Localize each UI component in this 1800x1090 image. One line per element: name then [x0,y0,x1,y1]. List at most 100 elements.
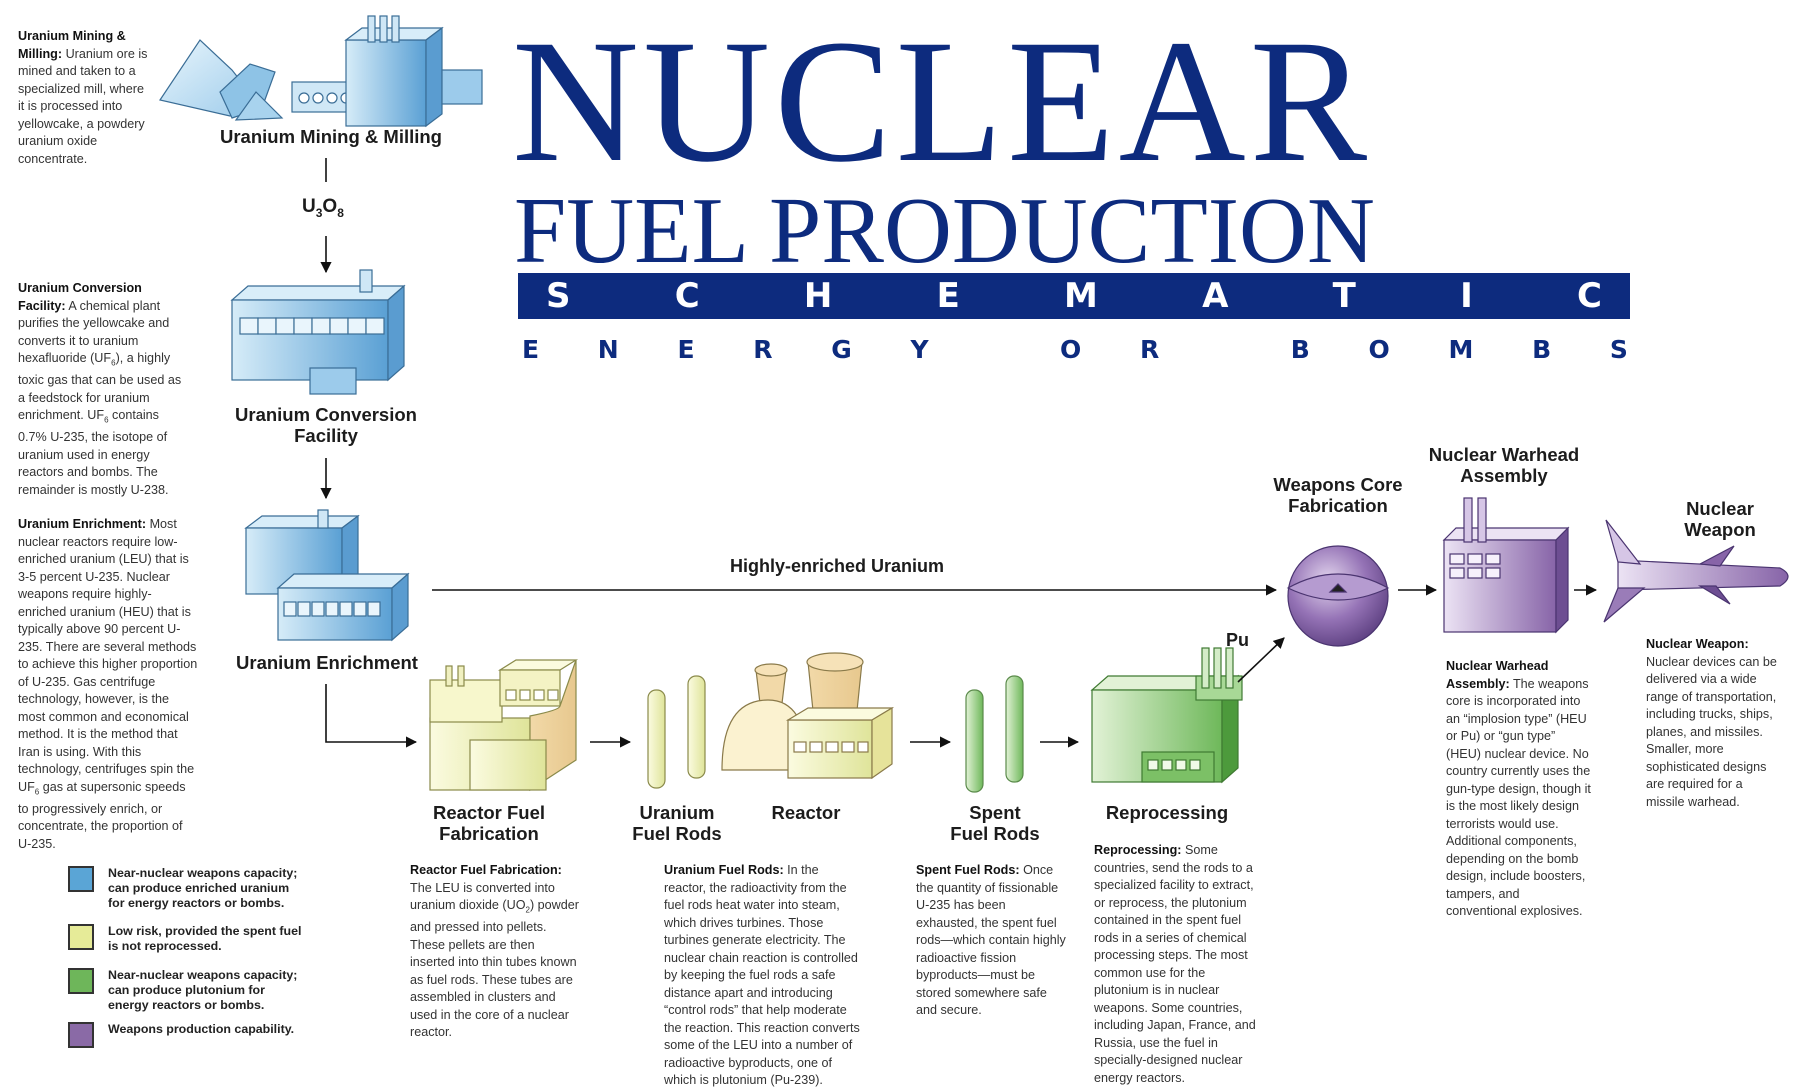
node-label-line: Reactor Fuel [432,802,546,823]
node-label-weapon: Nuclear Weapon [1670,498,1770,540]
subtitle-letter: B [1290,334,1310,364]
title-banner-schematic: S C H E M A T I C [518,273,1630,319]
node-label-line: Weapon [1684,519,1756,540]
legend-item-blue: Near-nuclear weapons capacity; can produ… [68,866,308,911]
edge-label-sub8: 8 [337,205,344,220]
subtitle-letter: M [1448,334,1474,364]
banner-letter: T [1332,276,1356,316]
legend-swatch [68,866,94,892]
desc-conversion: Uranium Conversion Facility: A chemical … [18,280,188,499]
desc-title: Reprocessing: [1094,843,1182,857]
edge-label-u: U [302,196,316,217]
legend-swatch [68,924,94,950]
node-label-line: Assembly [1460,465,1548,486]
node-label-line: Spent [969,802,1021,823]
desc-sub: 2 [525,905,530,915]
missile-icon [1603,519,1789,623]
desc-sub: 6 [111,358,116,368]
subtitle-letter: B [1532,334,1552,364]
node-label-fabrication: Reactor Fuel Fabrication [404,802,574,844]
desc-body: Most nuclear reactors require low-enrich… [18,517,198,794]
subtitle-letter: R [753,334,773,364]
node-label-line: Uranium [639,802,715,823]
subtitle-letter: E [522,334,540,364]
legend-text: Near-nuclear weapons capacity; can produ… [108,866,298,910]
edge-label-heu: Highly-enriched Uranium [730,556,945,576]
legend-text: Weapons production capability. [108,1022,295,1036]
banner-letter: H [803,276,833,316]
subtitle-letter: G [831,334,852,364]
banner-letter: E [936,276,960,316]
node-label-enrichment: Uranium Enrichment [236,652,418,673]
banner-letter: I [1460,276,1473,316]
desc-body: The weapons core is incorporated into an… [1446,676,1591,919]
desc-sub: 6 [34,787,40,797]
node-label-conversion: Uranium Conversion Facility [206,404,446,446]
legend-item-green: Near-nuclear weapons capacity; can produ… [68,968,308,1013]
edge-label-o: O [322,196,338,217]
fuel-rods-icon [647,675,706,789]
legend-text: Near-nuclear weapons capacity; can produ… [108,968,298,1012]
spent-rods-icon [965,675,1024,793]
subtitle-letter: R [1140,334,1160,364]
node-label-line: Fabrication [439,823,539,844]
node-label-line: Fuel Rods [632,823,722,844]
desc-reprocessing: Reprocessing: Some countries, send the r… [1094,842,1262,1087]
desc-body: ) powder and pressed into pellets. These… [410,898,579,1040]
desc-title: Uranium Fuel Rods: [664,863,784,877]
desc-body: gas at supersonic speeds to progressivel… [18,779,186,851]
node-label-fuel-rods: Uranium Fuel Rods [612,802,742,844]
flow-connectors [320,158,1598,748]
weapons-core-icon [1286,545,1390,647]
edge-label-sub3: 3 [315,205,323,220]
subtitle-letter: Y [910,334,929,364]
desc-body: The LEU is converted into uranium dioxid… [410,880,555,913]
desc-fabrication: Reactor Fuel Fabrication: The LEU is con… [410,862,580,1042]
node-label-line: Nuclear Warhead [1428,444,1580,465]
node-label-reprocessing: Reprocessing [1105,802,1229,823]
node-label-line: Fuel Rods [950,823,1040,844]
node-label-line: Nuclear [1686,498,1754,519]
banner-letter: C [674,276,700,316]
edge-label-pu: Pu [1226,630,1250,650]
desc-title: Nuclear Warhead Assembly: [1446,659,1549,691]
desc-body: Once the quantity of fissionable U-235 h… [916,863,1066,1017]
desc-enrichment: Uranium Enrichment: Most nuclear reactor… [18,516,198,853]
title-fuel-production: FUEL PRODUCTION [514,179,1375,283]
desc-body: ), a highly toxic gas that can be used a… [18,351,182,423]
desc-title: Uranium Enrichment: [18,517,147,531]
desc-warhead: Nuclear Warhead Assembly: The weapons co… [1446,658,1592,921]
enrichment-icon [244,509,410,642]
conversion-icon [230,269,406,395]
diagram-canvas [159,15,1789,793]
desc-body: In the reactor, the radioactivity from t… [664,863,860,1087]
node-label-mining: Uranium Mining & Milling [220,126,442,147]
reprocessing-icon [1090,647,1243,784]
legend-item-yellow: Low risk, provided the spent fuel is not… [68,924,308,954]
desc-body: Uranium ore is mined and taken to a spec… [18,46,148,166]
banner-letter: A [1202,276,1229,316]
subtitle-energy-or-bombs: E N E R G Y O R B O M B S [522,334,1628,364]
title-nuclear: NUCLEAR [512,4,1372,199]
node-label-line: Facility [294,425,358,446]
banner-letter: C [1576,276,1602,316]
desc-body: A chemical plant purifies the yellowcake… [18,298,170,366]
subtitle-letter: O [1368,334,1390,364]
node-label-warhead: Nuclear Warhead Assembly [1414,444,1594,486]
legend-swatch [68,1022,94,1048]
desc-title: Uranium Conversion Facility: [18,281,142,313]
banner-letter: M [1064,276,1098,316]
desc-mining: Uranium Mining & Milling: Uranium ore is… [18,28,148,168]
legend-swatch [68,968,94,994]
desc-title: Uranium Mining & Milling: [18,29,126,61]
banner-letter: S [546,276,571,316]
desc-sub: 6 [104,415,109,425]
node-label-line: Uranium Conversion [235,404,417,425]
desc-title: Spent Fuel Rods: [916,863,1020,877]
legend-text: Low risk, provided the spent fuel is not… [108,924,302,953]
desc-spent-rods: Spent Fuel Rods: Once the quantity of fi… [916,862,1066,1020]
node-label-reactor: Reactor [771,802,841,823]
desc-title: Reactor Fuel Fabrication: [410,863,562,877]
subtitle-letter: E [677,334,695,364]
subtitle-letter: O [1060,334,1082,364]
